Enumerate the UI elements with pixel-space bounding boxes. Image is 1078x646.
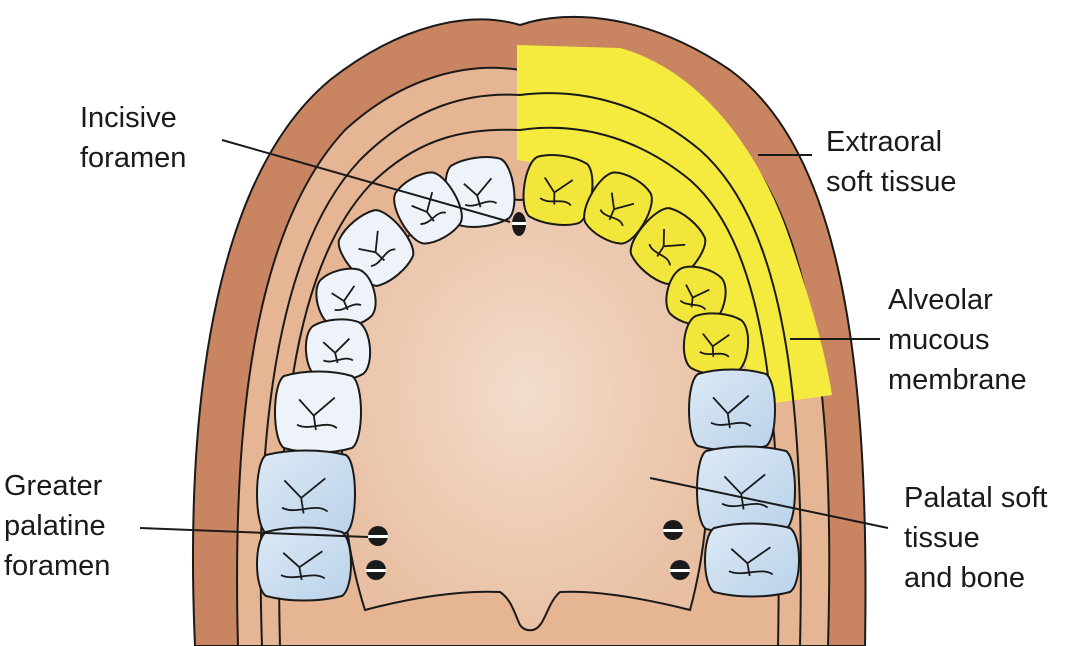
tooth-left-first-premolar xyxy=(315,267,377,329)
lesser-palatine-foramen-left xyxy=(366,560,386,580)
leader-greater-palatine xyxy=(139,527,369,538)
label-palatal-soft-tissue-and-bone: Palatal soft tissue and bone xyxy=(904,482,1048,594)
tooth-right-canine xyxy=(629,207,707,285)
leader-incisive-foramen xyxy=(221,139,511,223)
tooth-left-first-molar xyxy=(274,370,362,454)
label-extraoral-soft-tissue: Extraoral soft tissue xyxy=(826,126,957,198)
arch-line-outer xyxy=(259,92,802,646)
greater-palatine-foramen-right xyxy=(663,520,683,540)
tooth-right-central-incisor xyxy=(522,154,594,226)
label-incisive-foramen: Incisive foramen xyxy=(80,102,187,174)
label-greater-palatine-foramen: Greater palatine foramen xyxy=(4,470,111,582)
tooth-right-lateral-incisor xyxy=(583,171,653,245)
tooth-right-first-molar xyxy=(688,368,776,452)
greater-palatine-foramen-left xyxy=(368,526,388,546)
tooth-right-third-molar xyxy=(704,522,800,598)
tooth-right-second-molar xyxy=(696,445,796,535)
leader-palatal-soft-tissue xyxy=(649,477,889,529)
label-alveolar-mucous-membrane: Alveolar mucous membrane xyxy=(888,284,1027,396)
tooth-left-second-premolar xyxy=(304,318,372,382)
lesser-palatine-foramen-right xyxy=(670,560,690,580)
arch-line-inner xyxy=(278,126,780,646)
tooth-left-third-molar xyxy=(256,526,352,602)
tooth-right-second-premolar xyxy=(682,312,750,376)
tooth-left-second-molar xyxy=(256,449,356,539)
teeth-group xyxy=(256,154,800,602)
incisive-foramen xyxy=(512,212,526,236)
